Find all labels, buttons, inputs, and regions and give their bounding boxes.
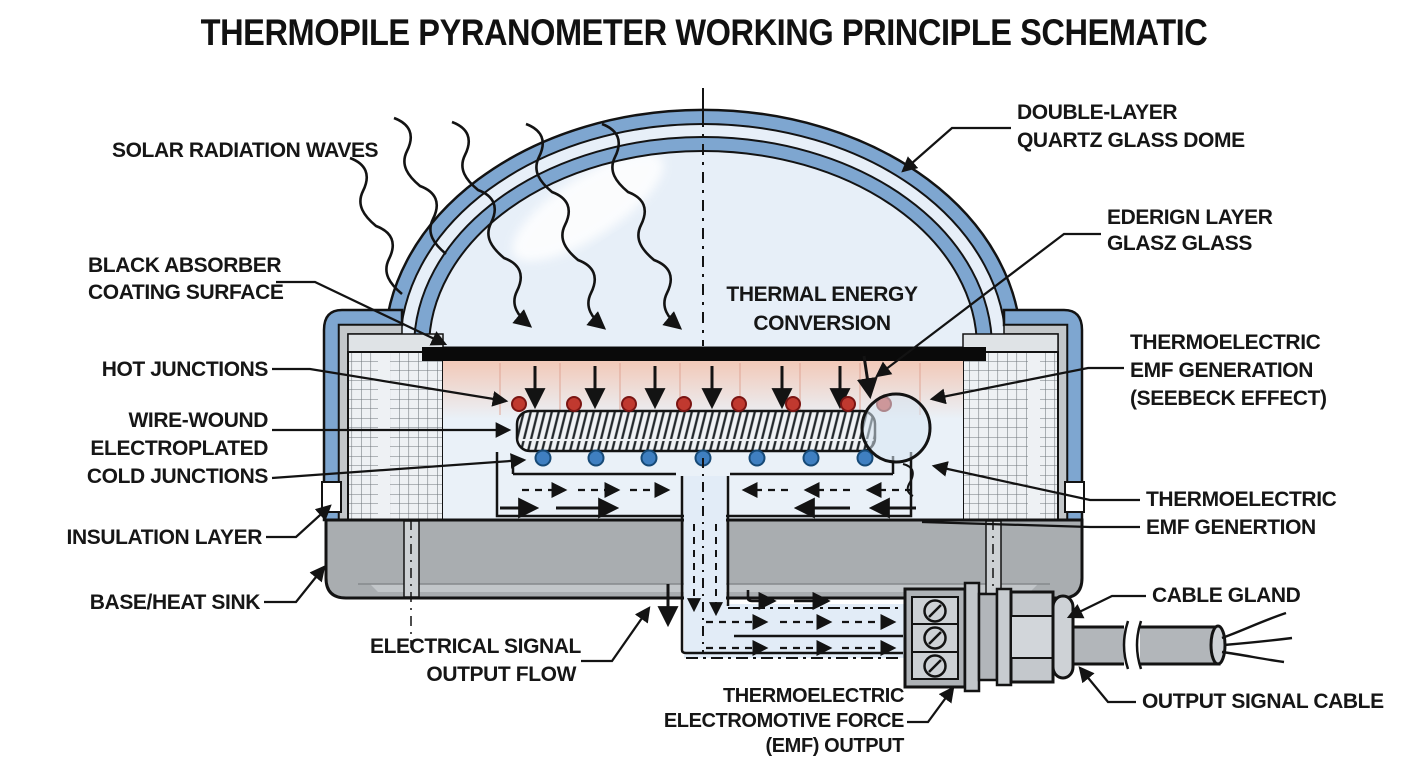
sensing-chamber — [422, 347, 986, 520]
label-cable-gland: CABLE GLAND — [1152, 584, 1301, 607]
label-wire-wound-cold-junctions: WIRE-WOUND ELECTROPLATED COLD JUNCTIONS — [86, 409, 268, 488]
label-double-layer-dome: DOUBLE-LAYER QUARTZ GLASS DOME — [1017, 101, 1245, 152]
leader-base — [264, 565, 326, 604]
leader-electrical-signal — [581, 606, 651, 663]
label-black-absorber: BLACK ABSORBER COATING SURFACE — [88, 254, 284, 304]
output-cable — [1071, 611, 1293, 670]
label-hot-junctions: HOT JUNCTIONS — [101, 358, 269, 381]
label-insulation-layer: INSULATION LAYER — [66, 526, 263, 549]
signal-output-channel — [657, 458, 904, 659]
insulation — [347, 333, 1059, 521]
leader-emf-2 — [921, 520, 1140, 529]
leader-hot-junctions — [272, 367, 509, 407]
thermopile-coil — [515, 409, 877, 453]
seebeck-detail-circle — [860, 392, 932, 464]
cable-gland — [963, 581, 1075, 693]
leader-insulation — [266, 504, 332, 539]
detail-bracket — [902, 463, 914, 497]
leader-output-cable — [1078, 666, 1136, 704]
black-absorber-plate — [422, 347, 986, 361]
leader-emf-1 — [931, 461, 1140, 502]
leader-lines — [264, 126, 1146, 724]
leader-cold-junctions — [271, 453, 527, 480]
terminal-screws — [923, 599, 947, 678]
label-emf-output: THERMOELECTRIC ELECTROMOTIVE FORCE (EMF)… — [663, 685, 905, 757]
leader-cable-gland — [1066, 594, 1146, 619]
insulation-right-hatch — [962, 351, 1059, 521]
label-emf-generation-lower: THERMOELECTRIC EMF GENERTION — [1146, 488, 1337, 539]
label-thermal-energy-conversion: THERMAL ENERGY CONVERSION — [726, 283, 918, 335]
terminal-block — [903, 587, 967, 689]
cable-break — [1124, 621, 1140, 670]
leader-seebeck — [929, 366, 1124, 405]
label-output-signal-cable: OUTPUT SIGNAL CABLE — [1142, 690, 1384, 713]
label-solar-radiation-waves: SOLAR RADIATION WAVES — [112, 139, 379, 162]
heat-flow-arrows — [524, 355, 878, 410]
cold-junction-dots — [534, 449, 874, 467]
label-inner-dome-layer: EDERIGN LAYER GLASZ GLASS — [1107, 206, 1273, 255]
label-base-heat-sink: BASE/HEAT SINK — [89, 591, 261, 614]
leader-dome — [901, 126, 1011, 173]
leader-inner-dome — [875, 232, 1101, 378]
cable-wires — [1221, 611, 1293, 664]
page-title: THERMOPILE PYRANOMETER WORKING PRINCIPLE… — [200, 12, 1208, 53]
label-electrical-signal-output: ELECTRICAL SIGNAL OUTPUT FLOW — [370, 635, 581, 686]
dome-highlight — [512, 152, 664, 262]
left-wall-notch — [321, 481, 342, 513]
leader-emf-output — [907, 686, 955, 724]
output-arrows — [706, 613, 897, 657]
label-seebeck-effect: THERMOELECTRIC EMF GENERATION (SEEBECK E… — [1130, 331, 1327, 410]
flow-direction-arrows — [657, 584, 831, 628]
leader-absorber — [276, 280, 448, 346]
